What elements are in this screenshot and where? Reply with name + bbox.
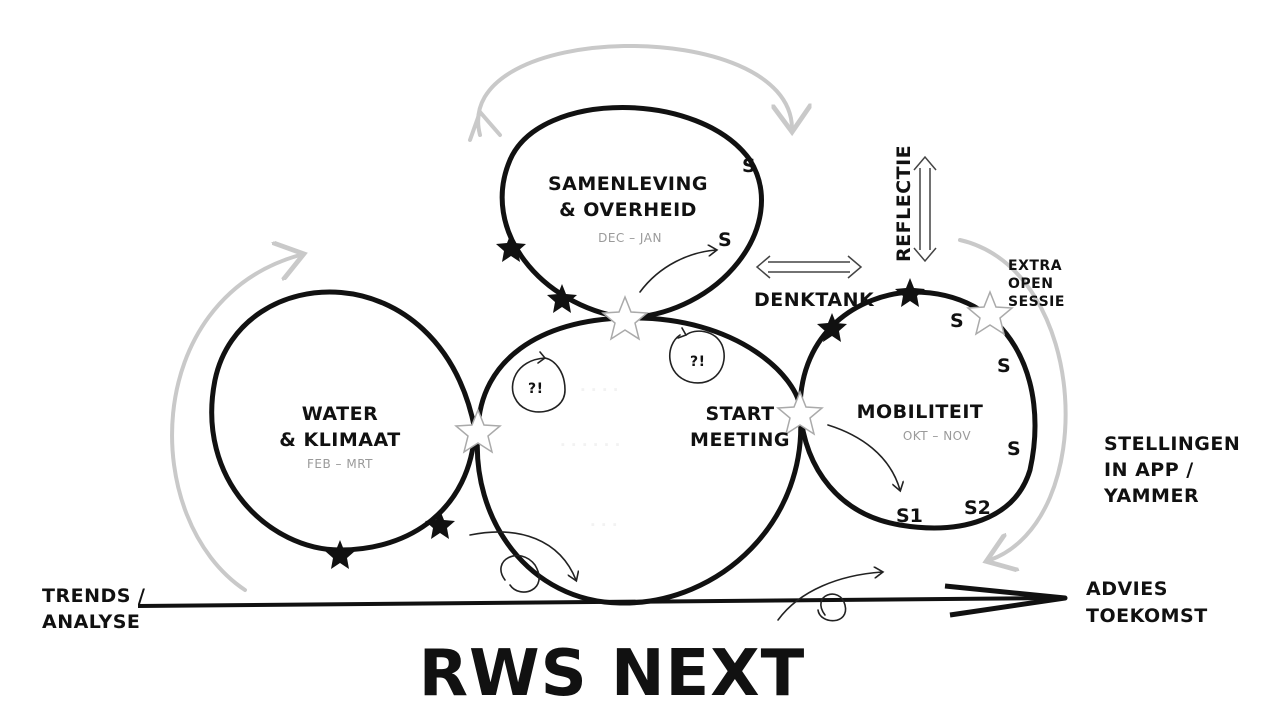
diagram-title: RWS NEXT	[419, 637, 806, 711]
water-title: WATER	[302, 403, 378, 425]
star-solid-icon	[547, 284, 577, 313]
denktank-double-arrow	[755, 255, 863, 279]
overheid-title: & OVERHEID	[559, 199, 697, 221]
grey-arrow-top	[476, 44, 792, 137]
extra-line-1: EXTRA	[1008, 258, 1062, 274]
grey-arrow-top-tail	[468, 108, 502, 142]
thin-loop-bottom	[817, 593, 847, 622]
thin-loop-start	[500, 554, 540, 593]
grey-arrow-right	[958, 238, 1068, 560]
mobiliteit-period: OKT – NOV	[903, 429, 972, 443]
klimaat-title: & KLIMAAT	[279, 429, 400, 451]
star-solid-icon	[895, 278, 925, 307]
label-samenleving-overheid: SAMENLEVING & OVERHEID DEC – JAN S S	[548, 155, 756, 251]
session-mark: S	[997, 355, 1011, 377]
loop-mobiliteit	[797, 289, 1038, 531]
stellingen-line-2: IN APP /	[1104, 459, 1194, 481]
ghost-text: · · · · · · · · · · · · ·	[560, 381, 620, 534]
thin-arrows	[469, 250, 900, 622]
extra-line-2: OPEN	[1008, 276, 1053, 292]
question-bubble-right: ?!	[668, 327, 725, 384]
label-mobiliteit: MOBILITEIT OKT – NOV S S S S1 S2	[857, 310, 1021, 527]
outline-stars	[454, 289, 1014, 454]
mobiliteit-title: MOBILITEIT	[857, 401, 984, 423]
analyse-label: ANALYSE	[42, 611, 140, 633]
session-mark: S	[718, 229, 732, 251]
trends-label: TRENDS /	[42, 585, 145, 607]
thin-arrow-samenleving	[639, 250, 716, 293]
session-mark: S1	[896, 505, 923, 527]
star-solid-icon	[817, 313, 847, 342]
samenleving-period: DEC – JAN	[598, 231, 662, 245]
question-mark-left: ?!	[528, 381, 544, 397]
loop-water-klimaat	[209, 289, 478, 553]
advies-label: ADVIES	[1086, 578, 1168, 600]
label-water-klimaat: WATER & KLIMAAT FEB – MRT	[279, 403, 400, 471]
solid-stars	[325, 233, 925, 569]
stellingen-line-3: YAMMER	[1103, 485, 1199, 507]
stellingen-label: STELLINGEN IN APP / YAMMER	[1103, 433, 1240, 507]
star-solid-icon	[325, 540, 355, 569]
grey-cycle-arrows	[170, 44, 1068, 592]
reflectie-double-arrow	[913, 155, 937, 263]
session-mark: S	[950, 310, 964, 332]
question-bubble-left: ?!	[511, 351, 566, 413]
start-title: START	[705, 403, 774, 425]
extra-open-sessie-label: EXTRA OPEN SESSIE	[1008, 258, 1065, 310]
star-outline-icon	[601, 294, 649, 341]
loop-samenleving-overheid	[499, 105, 764, 321]
star-outline-icon	[454, 407, 502, 454]
question-mark-right: ?!	[690, 354, 706, 370]
toekomst-label: TOEKOMST	[1086, 605, 1208, 627]
label-start-meeting: START MEETING	[690, 403, 790, 451]
svg-text:· · ·: · · ·	[590, 516, 618, 534]
reflectie-label: REFLECTIE	[893, 145, 915, 262]
session-mark: S2	[964, 497, 991, 519]
svg-text:· · · ·: · · · ·	[580, 381, 618, 399]
star-outline-icon	[776, 389, 824, 436]
loop-start-meeting	[474, 315, 804, 606]
samenleving-title: SAMENLEVING	[548, 173, 708, 195]
session-mark: S	[742, 155, 756, 177]
axis-start-label: TRENDS / ANALYSE	[42, 585, 145, 633]
thin-arrow-mobiliteit	[827, 424, 900, 490]
axis-end-label: ADVIES TOEKOMST	[1086, 578, 1208, 627]
star-solid-icon	[425, 510, 455, 539]
extra-line-3: SESSIE	[1008, 294, 1065, 310]
water-period: FEB – MRT	[307, 457, 373, 471]
session-mark: S	[1007, 438, 1021, 460]
thin-arrow-bottom	[777, 572, 882, 621]
star-outline-icon	[966, 289, 1014, 336]
meeting-title: MEETING	[690, 429, 790, 451]
stellingen-line-1: STELLINGEN	[1104, 433, 1240, 455]
svg-text:· · · · · ·: · · · · · ·	[560, 436, 620, 454]
star-solid-icon	[496, 233, 526, 262]
grey-arrow-left	[170, 255, 300, 592]
denktank-label: DENKTANK	[754, 289, 875, 311]
thin-arrow-start	[469, 531, 576, 580]
